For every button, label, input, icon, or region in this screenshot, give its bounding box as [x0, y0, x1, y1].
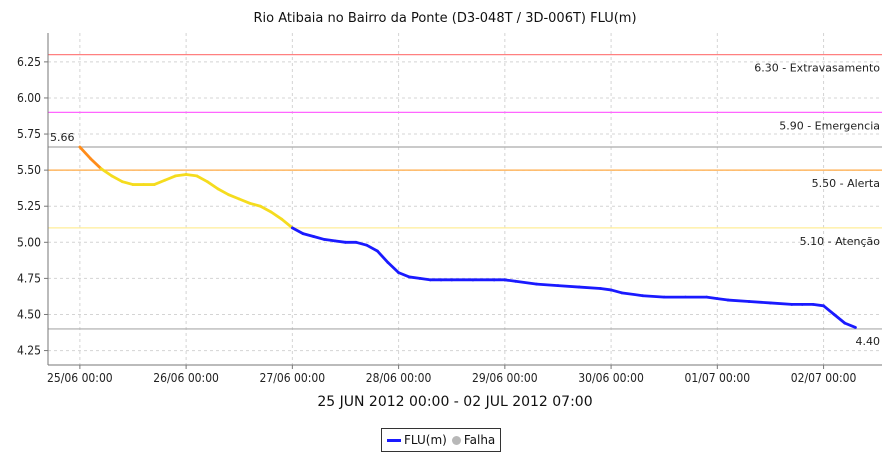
legend-label-falha: Falha	[463, 433, 496, 447]
series-segment-flu	[280, 217, 294, 230]
series-segment-flu	[89, 157, 103, 171]
series-segment-flu	[333, 239, 347, 244]
legend-swatch-falha	[451, 435, 461, 445]
y-tick-label: 5.50	[17, 163, 41, 177]
x-tick-label: 01/07 00:00	[684, 371, 750, 385]
series-segment-flu	[577, 285, 602, 290]
legend-label-flu: FLU(m)	[404, 433, 447, 447]
y-tick-label: 4.25	[17, 344, 41, 358]
threshold-label: 5.10 - Atenção	[800, 235, 881, 248]
series-segment-flu	[163, 174, 177, 182]
series-segment-flu	[365, 243, 379, 253]
series-segment-flu	[375, 249, 390, 264]
y-tick-label: 4.50	[17, 307, 41, 321]
series-segment-flu	[418, 276, 432, 282]
series-segment-flu	[726, 298, 751, 303]
series-segment-flu	[354, 240, 369, 247]
legend-swatch-flu	[387, 438, 401, 442]
y-tick-label: 4.75	[17, 271, 41, 285]
series-segment-flu	[535, 282, 560, 288]
series-segment-flu	[195, 174, 209, 184]
legend: FLU(m) Falha	[381, 428, 502, 452]
series-segment-flu	[397, 271, 411, 279]
series-segment-flu	[99, 167, 114, 178]
series-segment-flu	[641, 294, 666, 299]
plot-area: 4.25 4.50 4.75 5.00 5.25 5.50 5.75 6.00 6.25 25/0…	[17, 33, 882, 385]
series-segment-flu	[386, 261, 400, 275]
x-tick-label: 30/06 00:00	[578, 371, 644, 385]
y-tick-label: 5.75	[17, 127, 41, 141]
x-tick-label: 27/06 00:00	[260, 371, 326, 385]
series-segment-flu	[503, 278, 517, 283]
series-segment-flu	[152, 178, 167, 186]
y-tick-label: 5.25	[17, 199, 41, 213]
series-segment-flu	[407, 275, 422, 280]
series-segment-flu	[216, 187, 231, 197]
y-tick-label: 5.00	[17, 235, 41, 249]
series-segment-flu	[110, 174, 124, 184]
series-segment-flu	[514, 279, 539, 286]
series-segment-flu	[556, 284, 581, 289]
threshold-label: 5.90 - Emergencia	[779, 119, 880, 132]
series-segment-flu	[237, 197, 252, 205]
x-tick-label: 28/06 00:00	[366, 371, 432, 385]
threshold-label: 6.30 - Extravasamento	[754, 62, 880, 75]
series-segment-flu	[609, 288, 624, 295]
series-segment-flu	[832, 313, 847, 325]
series-segment-flu	[769, 301, 794, 306]
y-tick-label: 6.25	[17, 55, 41, 69]
series-segment-flu	[78, 145, 92, 160]
series-segment-flu	[843, 321, 857, 329]
series-segment-flu	[312, 235, 326, 241]
series-segment-flu	[747, 300, 772, 305]
series-segment-flu	[248, 201, 262, 208]
series-segment-flu	[301, 232, 316, 238]
series-segment-flu	[269, 210, 284, 221]
series-segment-flu	[705, 295, 719, 301]
plot-background	[48, 33, 882, 365]
series-segment-flu	[715, 297, 730, 302]
series-segment-flu	[184, 173, 199, 178]
series-segment-flu	[822, 304, 836, 316]
series-segment-flu	[259, 204, 273, 214]
x-tick-label: 25/06 00:00	[47, 371, 113, 385]
series-segment-flu	[811, 302, 825, 308]
threshold-label: 5.66	[50, 131, 75, 144]
threshold-label: 4.40	[856, 335, 881, 348]
x-tick-label: 26/06 00:00	[153, 371, 219, 385]
series-segment-flu	[174, 173, 188, 178]
y-tick-label: 6.00	[17, 91, 41, 105]
series-segment-flu	[620, 291, 645, 298]
series-segment-flu	[290, 226, 305, 236]
x-axis-label: 25 JUN 2012 00:00 - 02 JUL 2012 07:00	[317, 394, 592, 410]
threshold-label: 5.50 - Alerta	[812, 177, 880, 190]
series-segment-flu	[120, 180, 135, 186]
x-tick-label: 02/07 00:00	[791, 371, 857, 385]
series-segment-flu	[227, 193, 241, 201]
series-segment-flu	[205, 180, 220, 191]
series-segment-flu	[322, 238, 337, 243]
chart-title: Rio Atibaia no Bairro da Ponte (D3-048T …	[253, 11, 636, 26]
x-tick-label: 29/06 00:00	[472, 371, 538, 385]
series-segment-flu	[599, 287, 613, 292]
